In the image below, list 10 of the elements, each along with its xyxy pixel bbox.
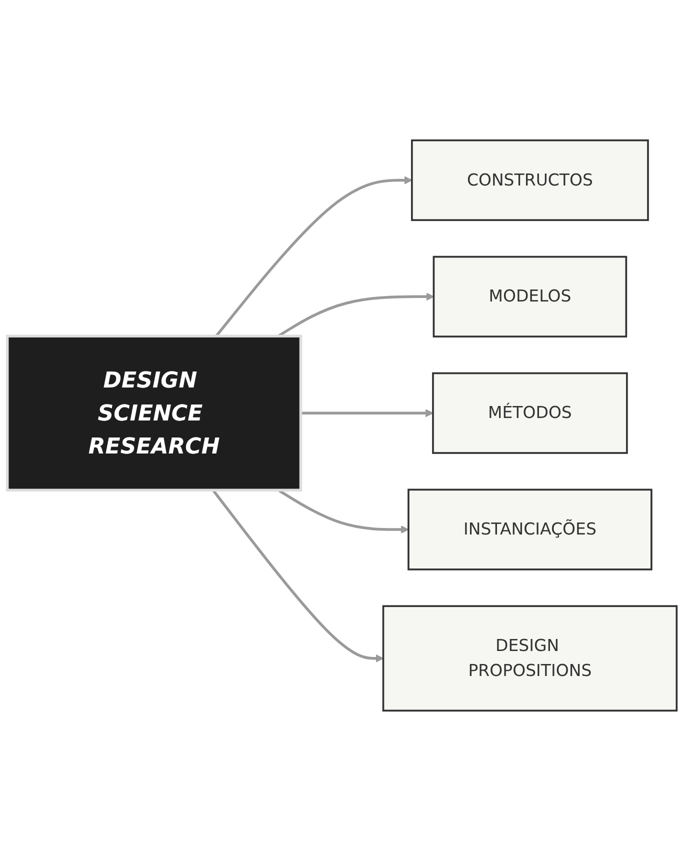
node-box: MÉTODOS	[432, 372, 628, 454]
arrow	[278, 292, 434, 337]
arrow	[212, 488, 384, 662]
arrow	[215, 176, 412, 336]
node-box: INSTANCIAÇÕES	[408, 488, 652, 570]
node-box: CONSTRUCTOS	[411, 138, 649, 221]
arrow	[300, 408, 434, 417]
node-box: DESIGN PROPOSITIONS	[382, 604, 678, 712]
node-box: MODELOS	[432, 255, 628, 337]
node-box: DESIGN SCIENCE RESEARCH	[6, 334, 302, 492]
